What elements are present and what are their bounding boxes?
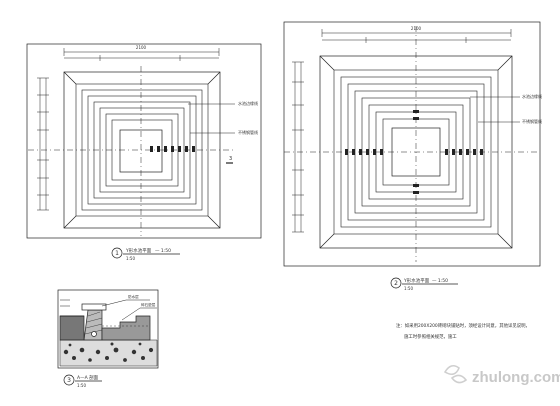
plan-1	[26, 43, 262, 239]
plan-1-overall-dim: 2100	[136, 45, 147, 50]
plan-2-scale: 1:50	[404, 286, 413, 291]
section-base	[59, 339, 158, 367]
plan-1-callout-pipe: 不锈钢管线	[238, 129, 258, 135]
plan-1-number: 1	[115, 250, 119, 257]
section-number-circle	[63, 374, 75, 386]
section-scale: 1:50	[77, 383, 86, 388]
plan-2-number-circle	[390, 277, 402, 289]
plan-1-number-circle	[111, 247, 123, 259]
section-coping	[81, 303, 107, 311]
section-gravel	[63, 342, 154, 362]
plan-2-title: Y形水池平面	[403, 277, 430, 284]
plan-1-labels: 2100 水池边缘线 不锈钢管线 3	[136, 45, 258, 162]
section-title-block: 3 A—A 剖面 1:50	[63, 374, 102, 388]
section-detail	[57, 289, 159, 369]
section-pipe	[91, 331, 97, 337]
section-soil	[59, 315, 85, 341]
plan-2	[283, 21, 541, 267]
watermark: zhulong.com	[443, 364, 560, 386]
plan-2-overall-dim: 2100	[411, 26, 422, 31]
section-frame	[57, 289, 159, 369]
plan-1-outer-frame	[26, 43, 262, 239]
plan-2-callout-pipe: 不锈钢管线	[522, 118, 542, 124]
plan-2-title-block: 2 Y形水池平面 — 1:50 1:50	[390, 277, 458, 291]
section-labels: 防水层 碎石垫层	[128, 294, 156, 307]
section-callout-2: 碎石垫层	[141, 302, 156, 307]
plan-1-scale-note: — 1:50	[155, 248, 171, 254]
section-number: 3	[67, 377, 71, 384]
plan-1-scale: 1:50	[126, 256, 135, 261]
section-callout-1: 防水层	[128, 294, 139, 299]
plan-2-number: 2	[394, 280, 398, 287]
note-line-1: 注：如采用200X200砖砌块铺贴时，须经设计同意，其他详见说明，	[396, 322, 530, 329]
section-steps	[101, 315, 151, 341]
note-line-2: 施工时参照相关规范，施工	[404, 333, 457, 340]
watermark-logo-icon	[443, 364, 468, 384]
watermark-text: zhulong.com	[472, 369, 560, 386]
section-title: A—A 剖面	[77, 374, 99, 381]
plan-2-outer-frame	[283, 21, 541, 267]
plan-1-title-block: 1 Y形水池平面 — 1:50 1:50	[111, 247, 180, 261]
plan-2-dim-ticks-left	[292, 61, 304, 233]
plan-2-nozzles	[345, 110, 483, 194]
plan-1-callout-edge: 水池边缘线	[238, 100, 258, 106]
plan-1-nozzles	[150, 146, 195, 152]
plan-2-scale-note: — 1:50	[432, 278, 448, 284]
general-note: 注：如采用200X200砖砌块铺贴时，须经设计同意，其他详见说明， 施工时参照相…	[396, 322, 530, 340]
plan-1-dim-ticks-left	[37, 77, 49, 211]
plan-1-title: Y形水池平面	[125, 247, 152, 254]
plan-1-section-mark: 3	[229, 156, 232, 162]
plan-2-labels: 2100 水池边缘线 不锈钢管线	[411, 26, 542, 124]
plan-2-callout-edge: 水池边缘线	[522, 93, 542, 99]
